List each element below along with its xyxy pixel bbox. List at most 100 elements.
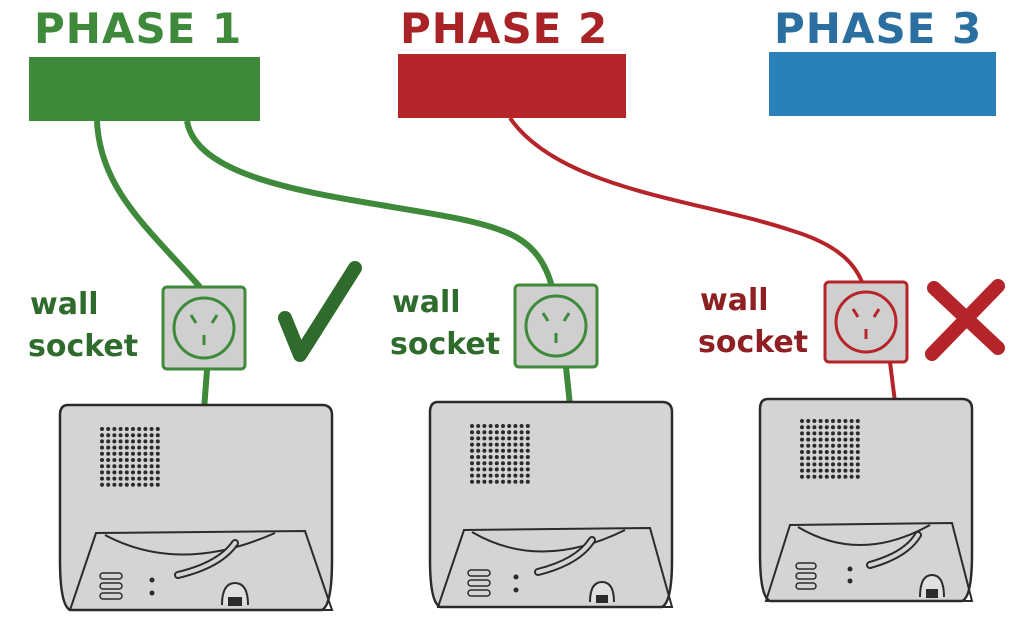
grille-dot — [149, 433, 154, 438]
grille-dot — [149, 451, 154, 456]
grille-dot — [806, 474, 811, 479]
check-icon — [278, 261, 362, 362]
grille-dot — [501, 455, 505, 459]
grille-dot — [131, 476, 135, 481]
grille-dot — [494, 461, 499, 466]
grille-dot — [507, 479, 512, 484]
grille-dot — [149, 464, 154, 469]
wall-socket-1 — [161, 285, 247, 371]
grille-dot — [106, 470, 111, 475]
grille-dot — [806, 450, 811, 454]
grille-dot — [824, 450, 829, 454]
grille-dot — [149, 458, 154, 462]
grille-dot — [812, 419, 817, 423]
grille-dot — [525, 467, 530, 472]
grille-dot — [131, 458, 135, 462]
grille-dot — [519, 424, 524, 428]
grille-dot — [137, 451, 142, 456]
grille-dot — [800, 462, 804, 467]
grille-dot — [525, 436, 530, 441]
grille-dot — [818, 456, 823, 461]
grille-dot — [812, 474, 817, 479]
grille-dot — [824, 425, 829, 430]
grille-dot — [824, 456, 829, 461]
grille-dot — [131, 470, 135, 475]
grille-dot — [855, 431, 860, 436]
grille-dot — [155, 433, 160, 438]
grille-dot — [494, 455, 499, 459]
grille-dot — [501, 467, 505, 472]
grille-dot — [470, 448, 474, 453]
grille-dot — [837, 419, 842, 423]
grille-dot — [149, 476, 154, 481]
grille-dot — [482, 467, 487, 472]
grille-dot — [519, 455, 524, 459]
socket-3-label-line1: wall — [700, 283, 769, 318]
grille-dot — [488, 448, 493, 453]
grille-dot — [476, 430, 481, 435]
grille-dot — [806, 431, 811, 436]
grille-dot — [843, 456, 848, 461]
grille-dot — [137, 470, 142, 475]
grille-dot — [519, 461, 524, 466]
grille-dot — [831, 419, 835, 423]
grille-dot — [137, 439, 142, 444]
grille-dot — [494, 467, 499, 472]
grille-dot — [143, 427, 148, 431]
grille-dot — [112, 476, 117, 481]
grille-dot — [482, 430, 487, 435]
grille-dot — [812, 462, 817, 467]
grille-dot — [470, 442, 474, 447]
grille-dot — [501, 448, 505, 453]
grille-dot — [143, 476, 148, 481]
grille-dot — [843, 419, 848, 423]
grille-dot — [488, 479, 493, 484]
grille-dot — [843, 462, 848, 467]
grille-dot — [513, 436, 518, 441]
grille-dot — [855, 419, 860, 423]
grille-dot — [507, 430, 512, 435]
grille-dot — [818, 474, 823, 479]
grille-dot — [849, 468, 854, 473]
grille-dot — [112, 433, 117, 438]
grille-dot — [806, 419, 811, 423]
grille-dot — [482, 448, 487, 453]
grille-dot — [855, 450, 860, 454]
grille-dot — [824, 462, 829, 467]
grille-dot — [525, 479, 530, 484]
grille-dot — [482, 479, 487, 484]
wire-phase1-socket2 — [184, 120, 555, 288]
grille-dot — [124, 433, 129, 438]
grille-dot — [501, 436, 505, 441]
grille-dot — [118, 464, 123, 469]
grille-dot — [106, 476, 111, 481]
grille-dot — [118, 427, 123, 431]
grille-dot — [488, 436, 493, 441]
grille-dot — [507, 442, 512, 447]
grille-dot — [818, 419, 823, 423]
grille-dot — [831, 462, 835, 467]
grille-dot — [800, 468, 804, 473]
grille-dot — [843, 431, 848, 436]
grille-dot — [831, 468, 835, 473]
grille-dot — [100, 458, 104, 462]
grille-dot — [494, 430, 499, 435]
grille-dot — [519, 436, 524, 441]
socket-3-label-line2: socket — [698, 325, 809, 360]
grille-dot — [513, 467, 518, 472]
grille-dot — [149, 470, 154, 475]
grille-dot — [476, 473, 481, 478]
grille-dot — [118, 451, 123, 456]
grille-dot — [470, 436, 474, 441]
grille-dot — [143, 433, 148, 438]
grille-dot — [476, 461, 481, 466]
grille-dot — [824, 419, 829, 423]
grille-dot — [106, 464, 111, 469]
grille-dot — [482, 436, 487, 441]
grille-dot — [800, 419, 804, 423]
grille-dot — [806, 437, 811, 442]
grille-dot — [800, 450, 804, 454]
grille-dot — [831, 425, 835, 430]
grille-dot — [501, 442, 505, 447]
grille-dot — [513, 430, 518, 435]
